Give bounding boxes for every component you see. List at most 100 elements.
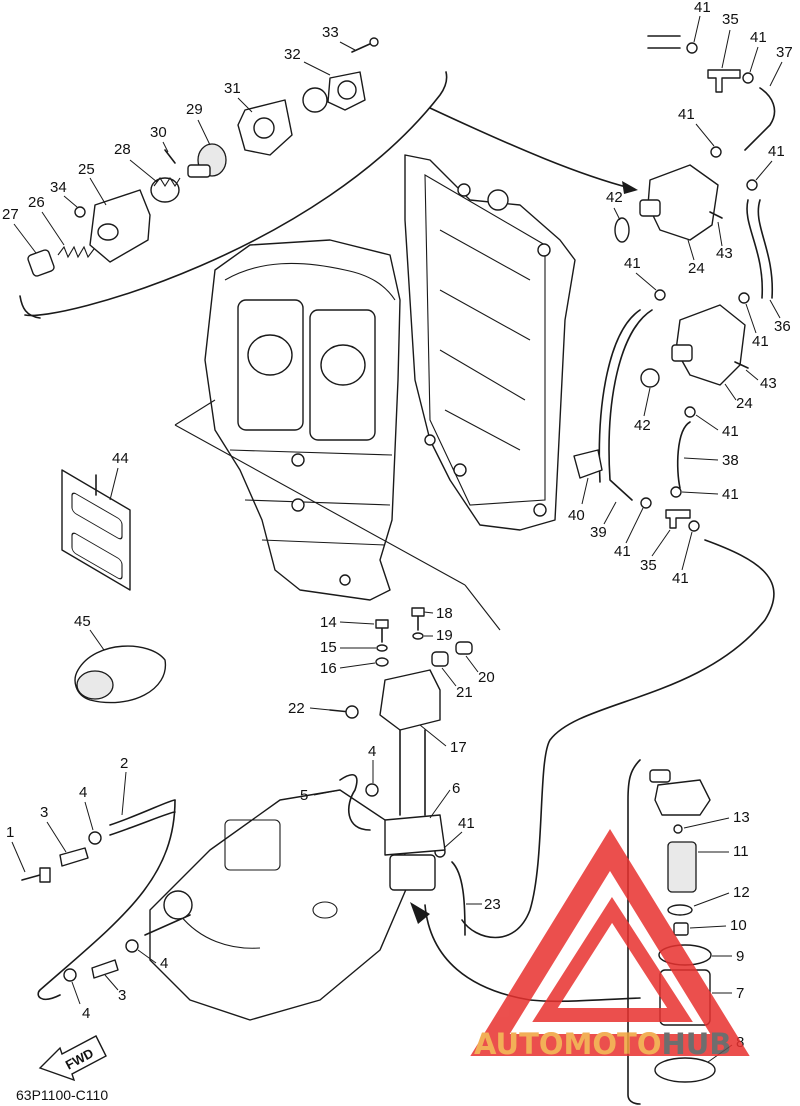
lower-case-group xyxy=(149,729,641,1021)
part-8-ring-nut xyxy=(654,1057,716,1083)
part-5-hose xyxy=(339,774,371,831)
callout-21: 21 xyxy=(456,684,473,701)
group-arrow-head xyxy=(622,181,638,194)
fuel-pumps-group xyxy=(434,35,776,939)
callout-35a: 35 xyxy=(722,11,739,28)
callout-10: 10 xyxy=(730,917,747,934)
callout-16: 16 xyxy=(320,660,337,677)
part-43-upper-bolt xyxy=(709,211,723,219)
part-40-clip xyxy=(573,449,603,479)
lower-cowling xyxy=(149,789,411,1021)
main-fuel-line xyxy=(461,539,775,939)
callout-38: 38 xyxy=(722,452,739,469)
callout-29: 29 xyxy=(186,101,203,118)
part-10-spring xyxy=(673,922,689,936)
part-26-spring xyxy=(57,245,95,259)
part-13-oring xyxy=(673,824,683,834)
return-arrow-head xyxy=(410,902,430,924)
callout-28: 28 xyxy=(114,141,131,158)
callout-45: 45 xyxy=(74,613,91,630)
callout-3b: 3 xyxy=(118,987,126,1004)
callout-41h: 41 xyxy=(722,486,739,503)
callout-14: 14 xyxy=(320,614,337,631)
callout-41a: 41 xyxy=(694,0,711,16)
callout-18: 18 xyxy=(436,605,453,622)
callout-17: 17 xyxy=(450,739,467,756)
part-19-washer xyxy=(412,632,424,640)
part-17-bracket xyxy=(379,669,441,731)
part-filter-cap xyxy=(654,779,711,816)
callout-41e: 41 xyxy=(624,255,641,272)
part-11-filter-element xyxy=(667,841,697,893)
callout-4b: 4 xyxy=(82,1005,90,1022)
callout-41i: 41 xyxy=(614,543,631,560)
part-38-hose xyxy=(676,421,691,489)
callout-19: 19 xyxy=(436,627,453,644)
callout-1: 1 xyxy=(6,824,14,841)
watermark-triangle-outer xyxy=(470,829,750,1056)
callout-22: 22 xyxy=(288,700,305,717)
callout-15: 15 xyxy=(320,639,337,656)
callout-37: 37 xyxy=(776,44,793,61)
callout-7: 7 xyxy=(736,985,744,1002)
left-fittings-group xyxy=(21,783,379,1000)
callout-41g: 41 xyxy=(722,423,739,440)
cylinder-head xyxy=(404,154,576,531)
callout-6: 6 xyxy=(452,780,460,797)
callout-13: 13 xyxy=(733,809,750,826)
part-44-gasket-sheet xyxy=(61,469,131,591)
part-32-gasket xyxy=(302,87,328,113)
part-3-fitting-lower xyxy=(91,959,119,979)
part-15-washer xyxy=(376,644,388,652)
callout-41d: 41 xyxy=(768,143,785,160)
part-27-plug xyxy=(27,249,55,277)
callout-39: 39 xyxy=(590,524,607,541)
part-20-collar xyxy=(455,641,473,655)
part-30-pin xyxy=(164,149,176,164)
filter-bracket-group xyxy=(329,607,473,731)
part-35-upper-joint xyxy=(707,69,741,93)
watermark-triangle-inner xyxy=(532,897,693,1022)
part-35-lower-joint xyxy=(665,509,691,529)
part-6-filter-bowl xyxy=(389,854,436,891)
callout-4c: 4 xyxy=(160,955,168,972)
callout-36: 36 xyxy=(774,318,791,335)
callout-42a: 42 xyxy=(606,189,623,206)
callout-20: 20 xyxy=(478,669,495,686)
callout-23: 23 xyxy=(484,896,501,913)
callout-12: 12 xyxy=(733,884,750,901)
part-42-lower-oring xyxy=(640,368,660,388)
fwd-direction-arrow: FWD xyxy=(38,1035,107,1082)
callout-42b: 42 xyxy=(634,417,651,434)
callout-25: 25 xyxy=(78,161,95,178)
callout-41k: 41 xyxy=(458,815,475,832)
callout-2: 2 xyxy=(120,755,128,772)
gasket-group xyxy=(61,469,166,704)
callout-4d: 4 xyxy=(368,743,376,760)
callout-43a: 43 xyxy=(716,245,733,262)
callout-41j: 41 xyxy=(672,570,689,587)
callout-32: 32 xyxy=(284,46,301,63)
part-33-screw xyxy=(351,42,373,53)
pump-detail-group xyxy=(19,37,638,319)
callout-34: 34 xyxy=(50,179,67,196)
callout-24a: 24 xyxy=(688,260,705,277)
callout-35b: 35 xyxy=(640,557,657,574)
callout-41f: 41 xyxy=(752,333,769,350)
callout-9: 9 xyxy=(736,948,744,965)
callout-33: 33 xyxy=(322,24,339,41)
part-4-clamp-filter xyxy=(365,783,379,797)
drawing-code: 63P1100-C110 xyxy=(16,1087,108,1103)
group-arrow-line xyxy=(429,107,631,189)
part-3-fitting-upper xyxy=(59,847,89,867)
part-1-bolt xyxy=(21,874,41,881)
part-34-nut xyxy=(74,206,86,218)
callout-24b: 24 xyxy=(736,395,753,412)
part-16-washer xyxy=(375,657,389,667)
part-4-clamp-upper xyxy=(88,831,102,845)
watermark-brand: AUTOMOTOHUB xyxy=(474,1027,731,1061)
engine-block xyxy=(174,239,501,631)
part-23-hose xyxy=(451,861,466,936)
part-25-pump-body xyxy=(89,189,151,263)
callout-41b: 41 xyxy=(750,29,767,46)
